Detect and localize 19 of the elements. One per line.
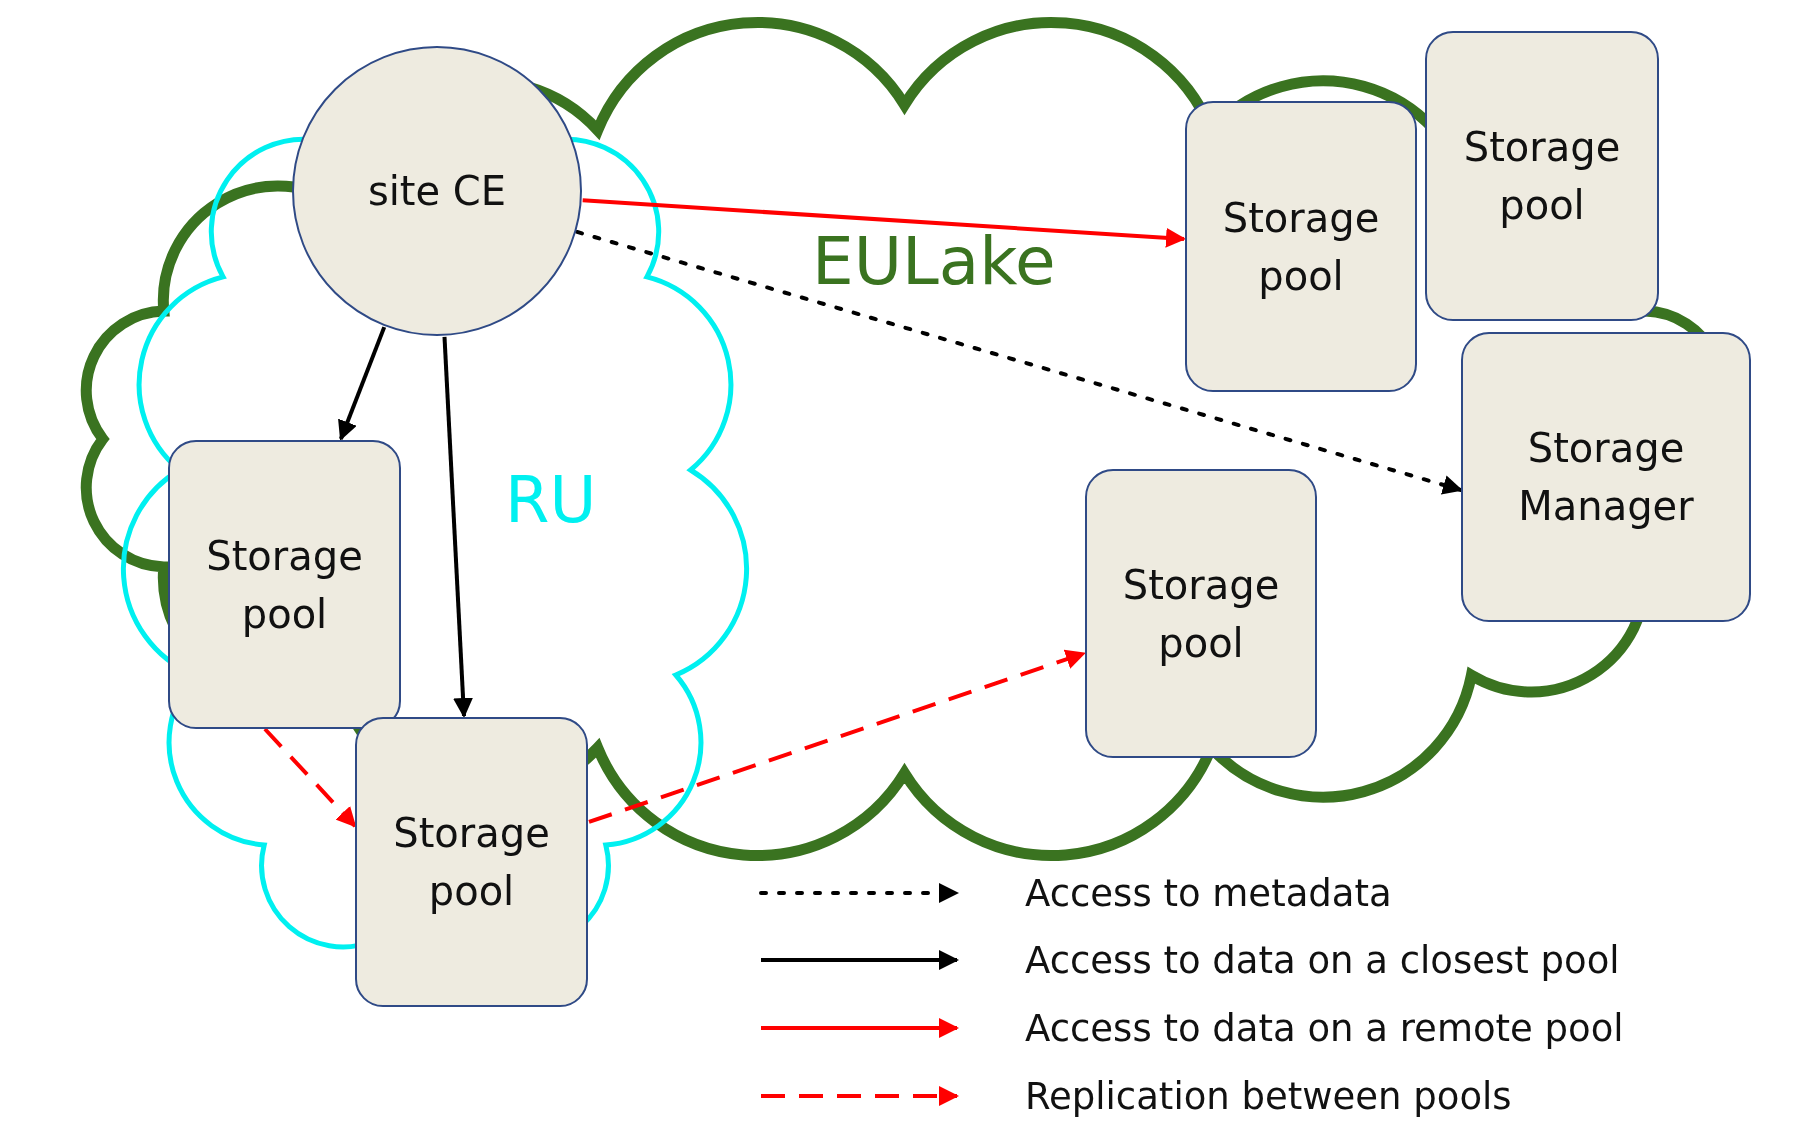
legend-label: Access to metadata [1025,871,1392,915]
arrow [588,649,1086,824]
process-box: Storage Manager [1461,332,1751,622]
legend-label: Replication between pools [1025,1074,1512,1118]
arrow [442,336,474,718]
legend-label: Access to data on a closest pool [1025,938,1620,982]
process-box: Storage pool [1185,101,1417,392]
cloud-label: EULake [812,229,1056,295]
circle-node: site CE [292,46,582,336]
arrow [575,229,1463,495]
cloud-label: RU [505,468,597,532]
arrow [338,326,387,441]
legend-label: Access to data on a remote pool [1025,1006,1624,1050]
process-box: Storage pool [1085,469,1317,758]
process-box: Storage pool [168,440,401,729]
process-box: Storage pool [355,717,588,1007]
process-box: Storage pool [1425,31,1659,321]
arrow [263,727,357,828]
arrow [582,198,1186,248]
